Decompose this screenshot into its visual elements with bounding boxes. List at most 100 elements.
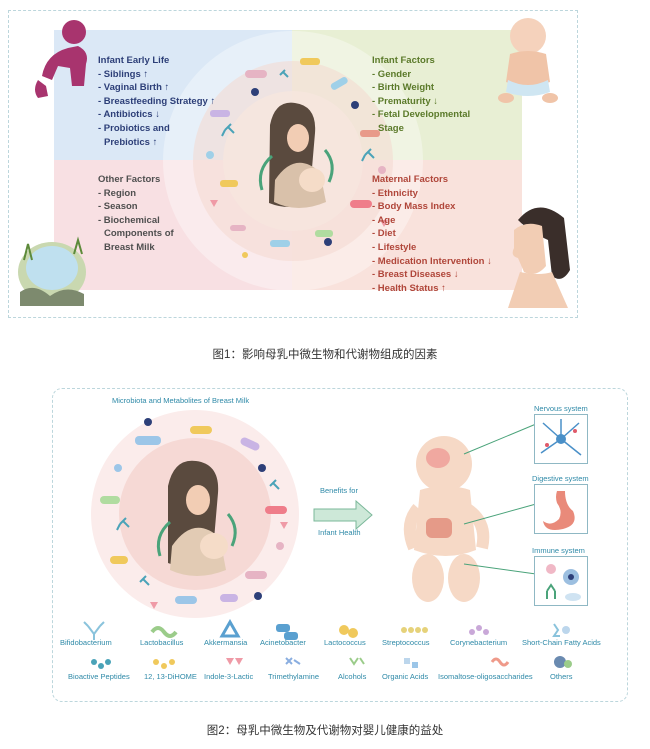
factor-item: - Biochemical <box>98 214 160 226</box>
legend-label: Akkermansia <box>204 638 248 647</box>
factor-item: - Vaginal Birth <box>98 82 162 94</box>
infant-factors-block: Infant Factors - Gender - Birth Weight -… <box>372 54 470 136</box>
arrow-up-icon: ↑ <box>164 82 170 94</box>
factor-item: Stage <box>378 122 404 134</box>
acinetobacter-icon <box>276 624 298 640</box>
factor-item: - Lifestyle <box>372 241 417 253</box>
arrow-down-icon: ↓ <box>453 269 459 281</box>
figure-2-panel <box>52 388 628 702</box>
legend-label: Streptococcus <box>382 638 430 647</box>
infant-early-life-block: Infant Early Life - Siblings ↑ - Vaginal… <box>98 54 215 149</box>
alcohols-icon <box>349 657 365 666</box>
short-chain-fatty-acids-icon <box>552 623 570 637</box>
figure-2-caption: 图2：母乳中微生物及代谢物对婴儿健康的益处 <box>206 725 444 737</box>
factor-item: Breast Milk <box>104 241 155 253</box>
legend-label: Bioactive Peptides <box>68 672 130 681</box>
legend-label: Lactococcus <box>324 638 366 647</box>
legend-label: Organic Acids <box>382 672 429 681</box>
factor-item: - Health Status <box>372 282 439 294</box>
sitting-baby-icon <box>498 18 558 103</box>
immune-cells-icon <box>546 564 581 601</box>
factor-item: - Breastfeeding Strategy <box>98 95 208 107</box>
legend-label: Lactobacillus <box>140 638 184 647</box>
legend-label: Bifidobacterium <box>60 638 112 647</box>
factor-item: - Ethnicity <box>372 187 418 199</box>
benefit-label-1: Benefits for <box>320 486 358 495</box>
factor-item: - Season <box>98 201 138 213</box>
isomaltose-oligosaccharides-icon <box>490 657 510 667</box>
arrow-up-icon: ↑ <box>152 136 158 148</box>
benefit-label-2: Infant Health <box>318 528 361 537</box>
others-icon <box>554 656 572 668</box>
mother-nursing-icon <box>258 102 334 208</box>
factor-item: - Body Mass Index <box>372 201 456 213</box>
figure-1-panel <box>8 10 578 318</box>
digestive-system-label: Digestive system <box>532 474 589 483</box>
benefits-arrow-icon <box>313 500 373 530</box>
factor-item: - Birth Weight <box>372 82 435 94</box>
digestive-system-box <box>534 484 588 534</box>
legend-label: Trimethylamine <box>268 672 319 681</box>
crawling-baby-icon <box>35 20 87 98</box>
immune-system-box <box>534 556 588 606</box>
lactococcus-icon <box>339 625 358 638</box>
factor-item: - Medication Intervention <box>372 255 485 267</box>
legend-icons <box>83 618 572 669</box>
dihome-icon <box>153 659 175 669</box>
factor-item: Components of <box>104 228 174 240</box>
streptococcus-icon <box>401 627 428 633</box>
factor-item: Prebiotics <box>104 136 150 148</box>
stomach-icon <box>543 491 575 530</box>
factor-item: - Gender <box>372 68 412 80</box>
arrow-up-icon: ↑ <box>210 95 216 107</box>
nervous-system-box <box>534 414 588 464</box>
factor-item: - Antibiotics <box>98 109 153 121</box>
arrow-up-icon: ↑ <box>143 68 149 80</box>
arrow-up-icon: ↑ <box>441 282 446 294</box>
baby-organs-icon <box>403 436 490 602</box>
connector-lines <box>463 423 537 575</box>
figure-1-caption: 图1：影响母乳中微生物和代谢物组成的因素 <box>212 349 438 361</box>
legend-label: Indole-3-Lactic <box>204 672 254 681</box>
maternal-factors-block: Maternal Factors - Ethnicity - Body Mass… <box>372 173 492 295</box>
lake-landscape-icon <box>18 236 86 306</box>
factor-item: - Siblings <box>98 68 141 80</box>
infant-factors-title: Infant Factors <box>372 55 435 66</box>
factor-item: - Breast Diseases <box>372 269 452 281</box>
other-factors-title: Other Factors <box>98 174 161 185</box>
bioactive-peptides-icon <box>91 659 111 669</box>
arrow-down-icon: ↓ <box>433 95 438 107</box>
nervous-system-label: Nervous system <box>534 404 588 413</box>
indole-3-lactic-icon <box>226 658 243 665</box>
immune-system-label: Immune system <box>532 546 585 555</box>
factor-item: - Age <box>372 214 396 226</box>
maternal-factors-title: Maternal Factors <box>372 174 449 185</box>
infant-early-life-title: Infant Early Life <box>98 55 170 66</box>
legend-label: Short-Chain Fatty Acids <box>522 638 601 647</box>
organic-acids-icon <box>404 658 418 668</box>
woman-profile-icon <box>508 207 570 308</box>
legend-label: Corynebacterium <box>450 638 508 647</box>
corynebacterium-icon <box>469 625 489 635</box>
legend-label: 12, 13-DiHOME <box>144 672 197 681</box>
figure-2-title: Microbiota and Metabolites of Breast Mil… <box>112 396 250 405</box>
factor-item: - Prematurity <box>372 95 431 107</box>
factor-item: - Diet <box>372 228 396 240</box>
factor-item: - Region <box>98 187 136 199</box>
akkermansia-icon <box>219 618 241 638</box>
factor-item: - Fetal Developmental <box>372 109 471 121</box>
legend-label: Others <box>550 672 573 681</box>
factor-item: - Probiotics and <box>98 122 170 134</box>
legend-label: Isomaltose-oligosaccharides <box>438 672 533 681</box>
mother-nursing-icon <box>156 460 237 576</box>
legend-label: Alcohols <box>338 672 367 681</box>
trimethylamine-icon <box>285 657 301 665</box>
central-circle-graphic <box>163 31 423 291</box>
legend-label: Acinetobacter <box>260 638 306 647</box>
breast-milk-circle-graphic <box>91 410 299 618</box>
lactobacillus-icon <box>150 626 178 638</box>
arrow-down-icon: ↓ <box>487 255 492 267</box>
neuron-icon <box>540 419 582 456</box>
bifidobacterium-icon <box>83 621 105 640</box>
other-factors-block: Other Factors - Region - Season - Bioche… <box>98 173 174 255</box>
